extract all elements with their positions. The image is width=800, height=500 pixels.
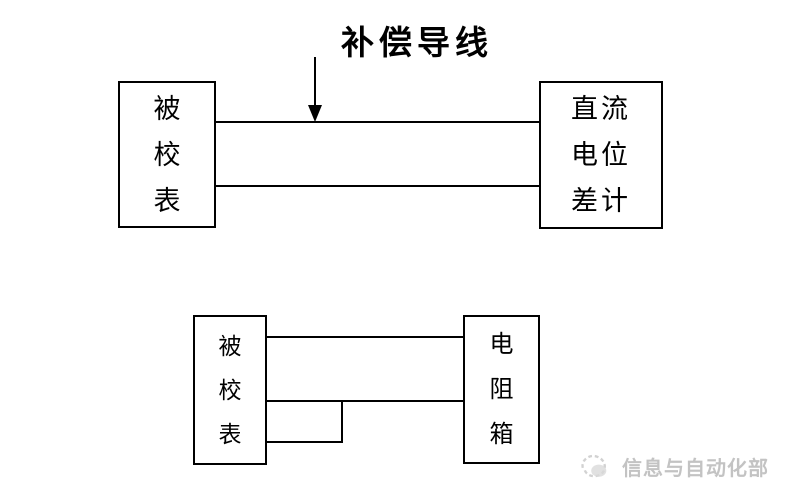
box-dc-potentiometer: 直流 电位 差计 bbox=[539, 81, 663, 229]
box-meter-under-test-bottom: 被 校 表 bbox=[193, 315, 267, 465]
box-meter-under-test-bottom-label: 被 校 表 bbox=[218, 333, 242, 447]
box-dc-potentiometer-label: 直流 电位 差计 bbox=[571, 94, 631, 216]
top-diagram-lower-wire bbox=[215, 185, 540, 187]
box-meter-under-test-top: 被 校 表 bbox=[118, 81, 216, 228]
watermark-text: 信息与自动化部 bbox=[622, 457, 769, 480]
swirl-logo-icon bbox=[581, 454, 607, 478]
down-arrow-shaft bbox=[314, 57, 316, 106]
bottom-diagram-jog-wire bbox=[341, 400, 343, 443]
top-diagram-upper-wire bbox=[215, 121, 540, 123]
box-resistance-box-label: 电 阻 箱 bbox=[489, 331, 514, 448]
bottom-diagram-stub-wire bbox=[266, 441, 343, 443]
compensation-wire-title: 补偿导线 bbox=[341, 24, 493, 61]
down-arrow-icon bbox=[308, 105, 322, 122]
bottom-diagram-upper-wire bbox=[266, 336, 464, 338]
bottom-diagram-middle-wire bbox=[266, 400, 464, 402]
box-resistance-box: 电 阻 箱 bbox=[463, 315, 540, 464]
watermark: 信息与自动化部 bbox=[576, 450, 769, 482]
box-meter-under-test-top-label: 被 校 表 bbox=[153, 93, 181, 216]
